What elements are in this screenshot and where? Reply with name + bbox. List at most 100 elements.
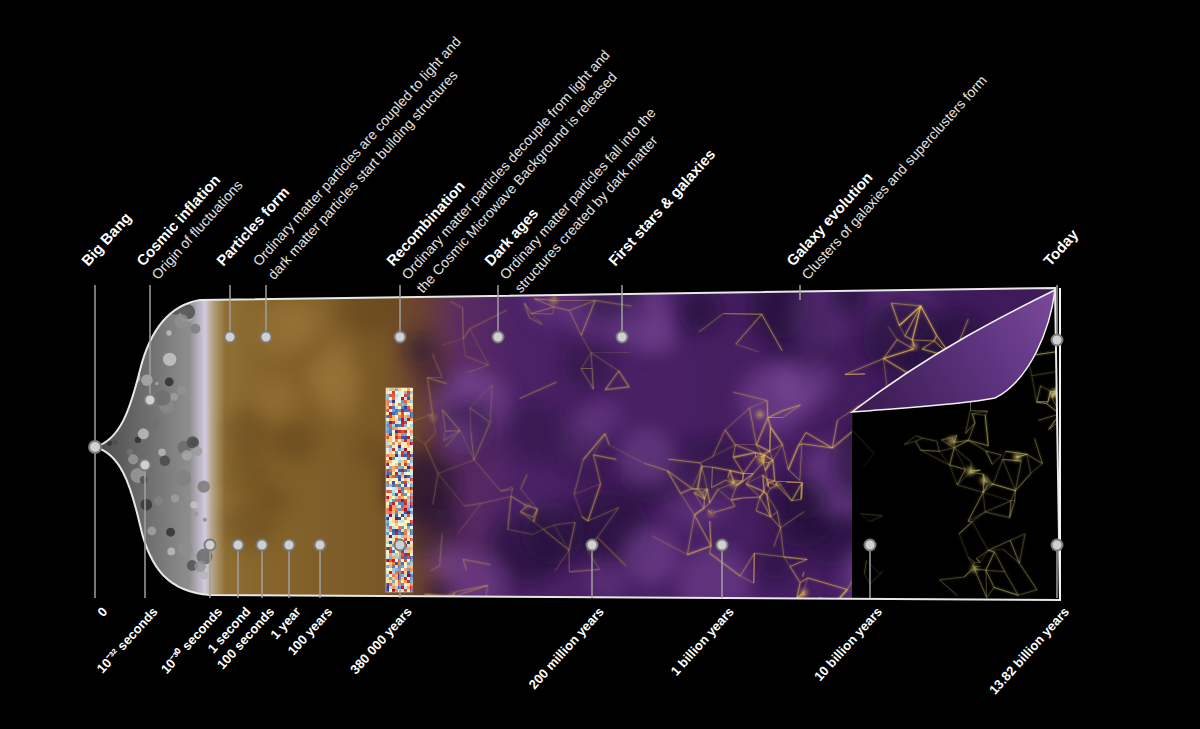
today-universe	[852, 290, 1060, 600]
web-filament	[801, 483, 802, 500]
web-filament	[581, 301, 595, 336]
cmb-cell	[395, 490, 398, 493]
web-filament	[470, 408, 472, 432]
web-filament	[554, 300, 595, 301]
leader-line	[869, 545, 871, 598]
leader-line	[288, 545, 290, 598]
cmb-cell	[392, 502, 395, 505]
cmb-cell	[392, 580, 395, 583]
cmb-cell	[389, 550, 392, 553]
web-filament	[427, 377, 442, 378]
web-filament	[978, 550, 988, 557]
cmb-cell	[401, 472, 404, 475]
web-filament	[939, 577, 964, 580]
web-filament	[681, 493, 695, 515]
galaxy-cluster	[756, 411, 763, 418]
cmb-cell	[389, 544, 392, 547]
web-filament	[972, 414, 985, 416]
galaxy-cluster	[1014, 454, 1021, 461]
cmb-cell	[401, 406, 404, 409]
inflation-bubble	[203, 518, 207, 522]
web-filament	[1027, 454, 1031, 473]
web-filament	[934, 335, 936, 340]
web-filament	[916, 436, 922, 439]
web-filament	[746, 484, 760, 497]
cmb-cell	[389, 511, 392, 514]
cmb-cell	[392, 529, 395, 532]
web-filament	[463, 559, 490, 564]
cmb-cell	[401, 499, 404, 502]
cmb-cell	[398, 499, 401, 502]
cmb-cell	[395, 442, 398, 445]
inflation-bubble	[182, 450, 192, 460]
web-filament	[770, 427, 771, 451]
inflation-bubble	[106, 352, 111, 357]
web-filament	[468, 365, 489, 372]
cmb-border	[386, 388, 412, 592]
web-filament	[976, 559, 980, 563]
web-filament	[1003, 459, 1016, 490]
cmb-cell	[389, 391, 392, 394]
cmb-cell	[404, 586, 407, 589]
cmb-cell	[404, 427, 407, 430]
cmb-cell	[401, 529, 404, 532]
cmb-cell	[401, 517, 404, 520]
inflation-bubble	[194, 560, 206, 572]
cmb-cell	[398, 496, 401, 499]
web-filament	[939, 580, 957, 596]
inflation-bubble	[124, 337, 131, 344]
web-filament	[724, 313, 762, 315]
web-filament	[756, 418, 767, 445]
cmb-cell	[401, 475, 404, 478]
web-filament	[1047, 401, 1049, 403]
cmb-cell	[404, 466, 407, 469]
cmb-cell	[389, 439, 392, 442]
cmb-cell	[398, 415, 401, 418]
galaxy-cluster	[971, 566, 977, 572]
cmb-cell	[389, 418, 392, 421]
web-filament	[921, 450, 950, 465]
texture-blob	[580, 398, 621, 439]
cmb-cell	[404, 421, 407, 424]
mottled-texture	[224, 264, 1073, 621]
leader-line	[237, 545, 239, 598]
web-filament	[897, 340, 913, 349]
cmb-cell	[404, 517, 407, 520]
web-filament	[783, 445, 789, 470]
cmb-cell	[392, 496, 395, 499]
web-filament	[694, 492, 705, 499]
web-filament	[983, 492, 985, 512]
web-filament	[743, 474, 753, 481]
web-filament	[591, 352, 631, 353]
cmb-cell	[404, 436, 407, 439]
leader-line	[799, 285, 801, 300]
cmb-cell	[392, 577, 395, 580]
cmb-cell	[404, 457, 407, 460]
cmb-cell	[398, 412, 401, 415]
cmb-cell	[392, 397, 395, 400]
web-filament	[770, 451, 773, 460]
inflation-bubble	[160, 455, 171, 466]
web-filament	[704, 503, 710, 508]
web-filament	[864, 574, 870, 584]
cmb-cell	[398, 463, 401, 466]
cmb-cell	[395, 511, 398, 514]
cmb-cell	[392, 574, 395, 577]
web-filament	[891, 303, 899, 325]
web-filament	[966, 423, 975, 433]
web-filament	[597, 537, 626, 566]
cmb-cell	[395, 496, 398, 499]
cmb-cell	[398, 403, 401, 406]
cmb-cell	[407, 559, 410, 562]
cmb-cell	[404, 418, 407, 421]
inflation-bubble	[113, 440, 117, 444]
cmb-cell	[407, 409, 410, 412]
web-filament	[800, 444, 802, 481]
web-filament	[458, 503, 481, 533]
web-filament	[728, 470, 730, 477]
web-filament	[921, 306, 937, 335]
cmb-cell	[395, 559, 398, 562]
cmb-cell	[389, 433, 392, 436]
cmb-cell	[407, 508, 410, 511]
web-filament	[972, 512, 985, 522]
